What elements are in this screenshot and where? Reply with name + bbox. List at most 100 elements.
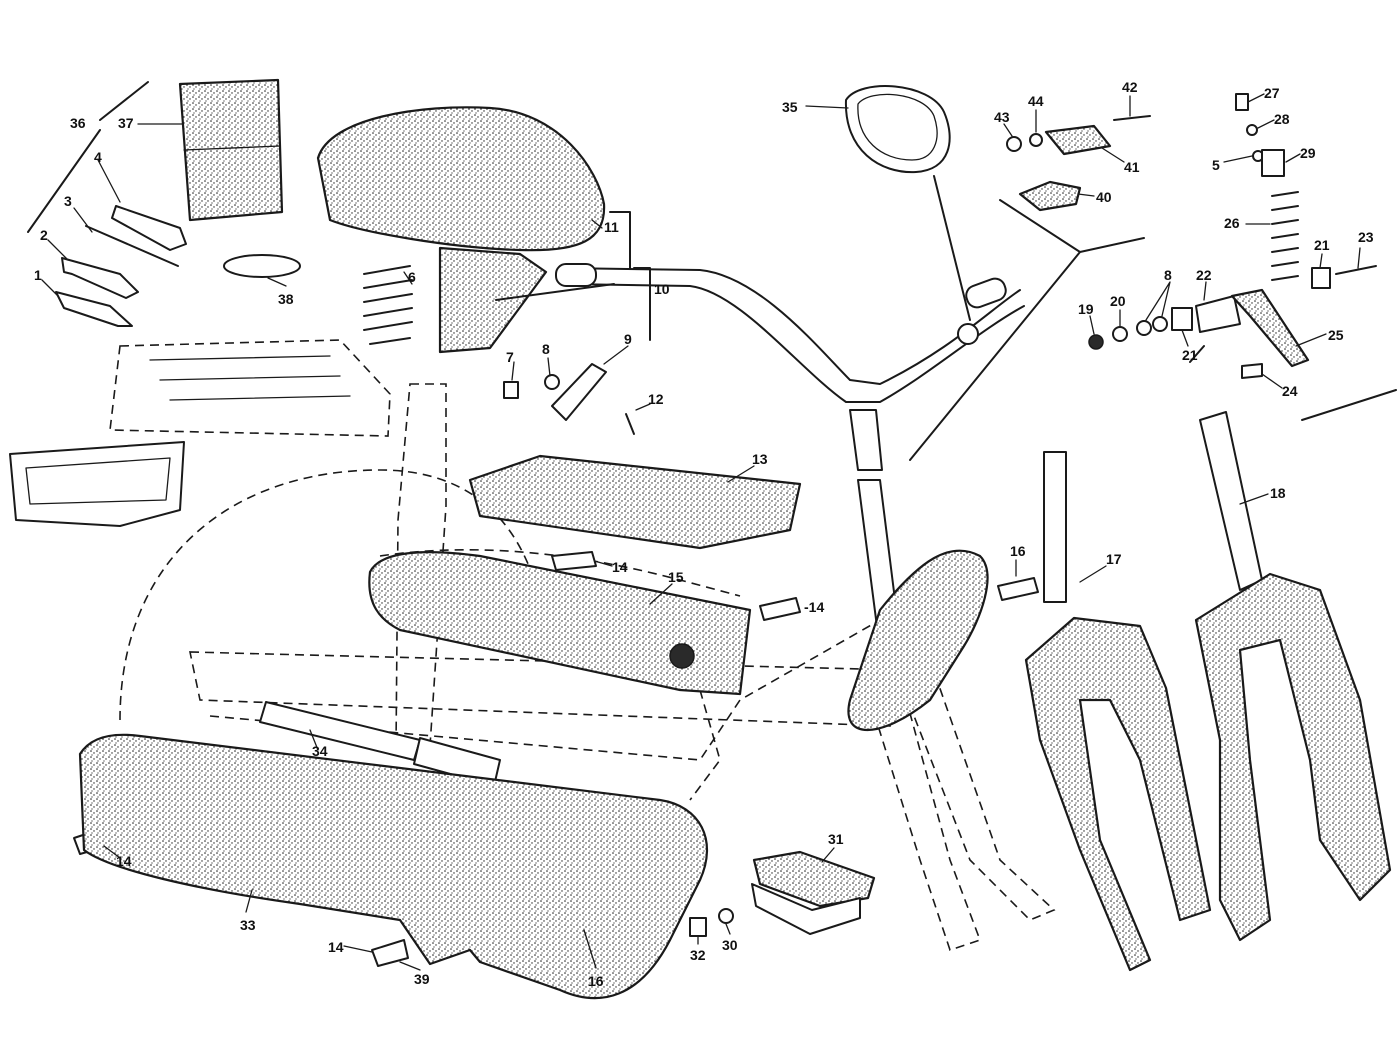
grommet-14b [759, 597, 801, 621]
washer-8b [1136, 320, 1152, 336]
bracket-31-lower [751, 883, 861, 935]
leader-39 [399, 961, 421, 971]
callout-6: 6 [408, 269, 416, 285]
leader-4 [97, 159, 121, 203]
callout-9: 9 [624, 331, 632, 347]
leader-29 [1285, 153, 1301, 163]
grip-right [965, 277, 1007, 309]
callout-31: 31 [828, 831, 844, 847]
carrier-box [9, 441, 185, 527]
leader-38 [267, 277, 287, 287]
bracket-10 [609, 211, 651, 341]
lever-40 [1018, 180, 1082, 212]
callout-28: 28 [1274, 111, 1290, 127]
leader-15 [649, 583, 673, 605]
fork-17-steerer [1043, 451, 1067, 603]
arm-25 [1230, 288, 1310, 368]
callout-33: 33 [240, 917, 256, 933]
callout-16a: 16 [1010, 543, 1026, 559]
leader-5 [1223, 155, 1253, 163]
bracket-31-group [689, 850, 876, 937]
rubber-band [223, 254, 301, 278]
leader-3 [73, 207, 93, 233]
leader-10-arrow [495, 283, 615, 301]
callout-23: 23 [1358, 229, 1374, 245]
callout-22: 22 [1196, 267, 1212, 283]
callout-7: 7 [506, 349, 514, 365]
saddle [316, 106, 606, 252]
leader-14c [103, 845, 121, 859]
bolt-7 [503, 381, 519, 399]
mirror-group [844, 85, 979, 345]
callout-44: 44 [1028, 93, 1044, 109]
rear-carrier [9, 339, 391, 527]
fork-17-body [1024, 616, 1212, 972]
callout-25: 25 [1328, 327, 1344, 343]
callout-36: 36 [70, 115, 86, 131]
bolt-23 [1335, 265, 1377, 275]
seat-bracket [438, 246, 548, 354]
callout-14c: 14 [116, 853, 132, 869]
leader-25 [1295, 333, 1327, 347]
callout-35: 35 [782, 99, 798, 115]
washer-8c [1152, 316, 1168, 332]
washer-28 [1246, 124, 1258, 136]
callout-15: 15 [668, 569, 684, 585]
callout-2: 2 [40, 227, 48, 243]
bracket-36 [27, 81, 149, 233]
seat-spring [363, 265, 413, 345]
callout-19: 19 [1078, 301, 1094, 317]
leader-2 [47, 239, 69, 261]
callout-43: 43 [994, 109, 1010, 125]
callout-41: 41 [1124, 159, 1140, 175]
callout-21b: 21 [1182, 347, 1198, 363]
washer-44 [1029, 133, 1043, 147]
assembly-leader-lines [1189, 345, 1397, 421]
mirror-head [844, 85, 951, 174]
knob [669, 643, 695, 669]
grip-left [555, 263, 597, 287]
callout-17: 17 [1106, 551, 1122, 567]
callout-38: 38 [278, 291, 294, 307]
lever-group [909, 115, 1397, 461]
leader-40 [1077, 193, 1095, 197]
strut-34 [259, 701, 501, 787]
callout-14b: -14 [804, 599, 824, 615]
carrier-slats [149, 355, 351, 401]
carrier-outline [109, 339, 391, 437]
pin-22 [1195, 295, 1241, 333]
fork-18 [1194, 411, 1392, 942]
callout-21a: 21 [1314, 237, 1330, 253]
leader-21a [1319, 253, 1323, 269]
leader-30 [725, 923, 731, 935]
tray-13 [468, 454, 802, 550]
callout-11: 11 [604, 219, 619, 235]
leader-1 [41, 279, 59, 297]
clip-24 [1241, 363, 1263, 379]
leader-28 [1257, 119, 1275, 129]
stem [849, 409, 883, 471]
tool-bag [178, 78, 284, 222]
leader-31 [821, 847, 835, 863]
callout-37: 37 [118, 115, 134, 131]
leader-16b [583, 929, 597, 969]
cover-panel-15 [368, 551, 752, 696]
spanner-single [55, 291, 133, 327]
leader-19 [1089, 315, 1095, 335]
nut-43 [1006, 136, 1022, 152]
handlebar-top [559, 267, 1021, 385]
callout-10: 10 [654, 281, 670, 297]
front-shroud [847, 549, 989, 731]
front-fork-outline [869, 639, 982, 952]
callout-42: 42 [1122, 79, 1138, 95]
callout-3: 3 [64, 193, 72, 209]
bush-29 [1261, 149, 1285, 177]
callout-13: 13 [752, 451, 768, 467]
callout-29: 29 [1300, 145, 1316, 161]
leader-33 [245, 889, 253, 913]
leader-23 [1357, 247, 1361, 269]
leader-34 [309, 729, 319, 751]
screw-12 [625, 413, 635, 435]
leader-12 [635, 403, 651, 411]
callout-39: 39 [414, 971, 430, 987]
